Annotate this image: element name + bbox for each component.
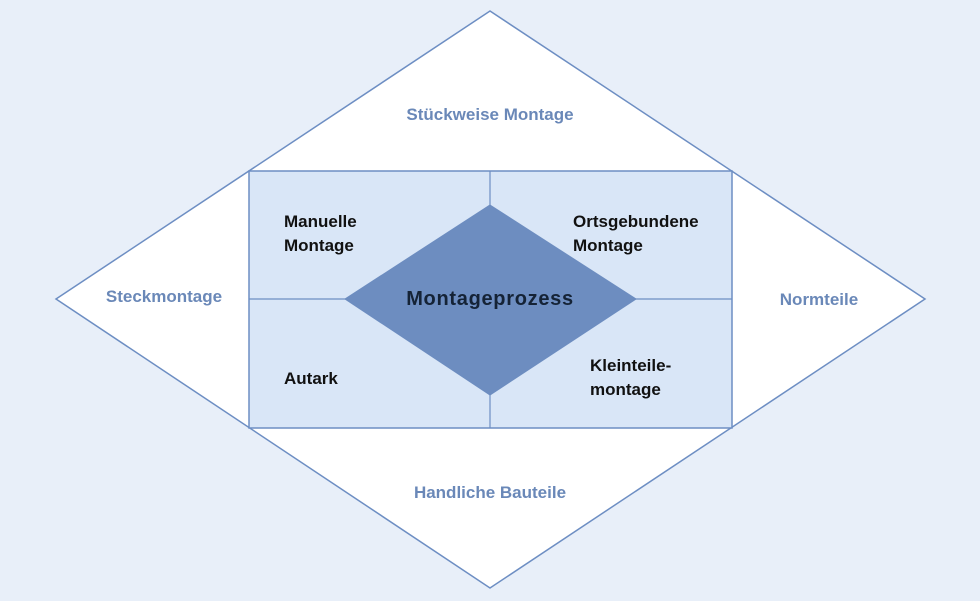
label-montageprozess: Montageprozess <box>406 288 574 310</box>
label-manuelle-montage: Manuelle Montage <box>284 212 357 255</box>
label-stueckweise-montage: Stückweise Montage <box>406 105 574 124</box>
label-autark: Autark <box>284 369 338 388</box>
label-kleinteile-montage: Kleinteile- montage <box>590 356 672 399</box>
label-normteile: Normteile <box>779 290 859 309</box>
center-diamond <box>344 204 637 396</box>
label-ortsgebundene-montage: Ortsgebundene Montage <box>573 212 699 255</box>
label-steckmontage: Steckmontage <box>105 287 223 306</box>
label-handliche-bauteile: Handliche Bauteile <box>413 483 567 502</box>
